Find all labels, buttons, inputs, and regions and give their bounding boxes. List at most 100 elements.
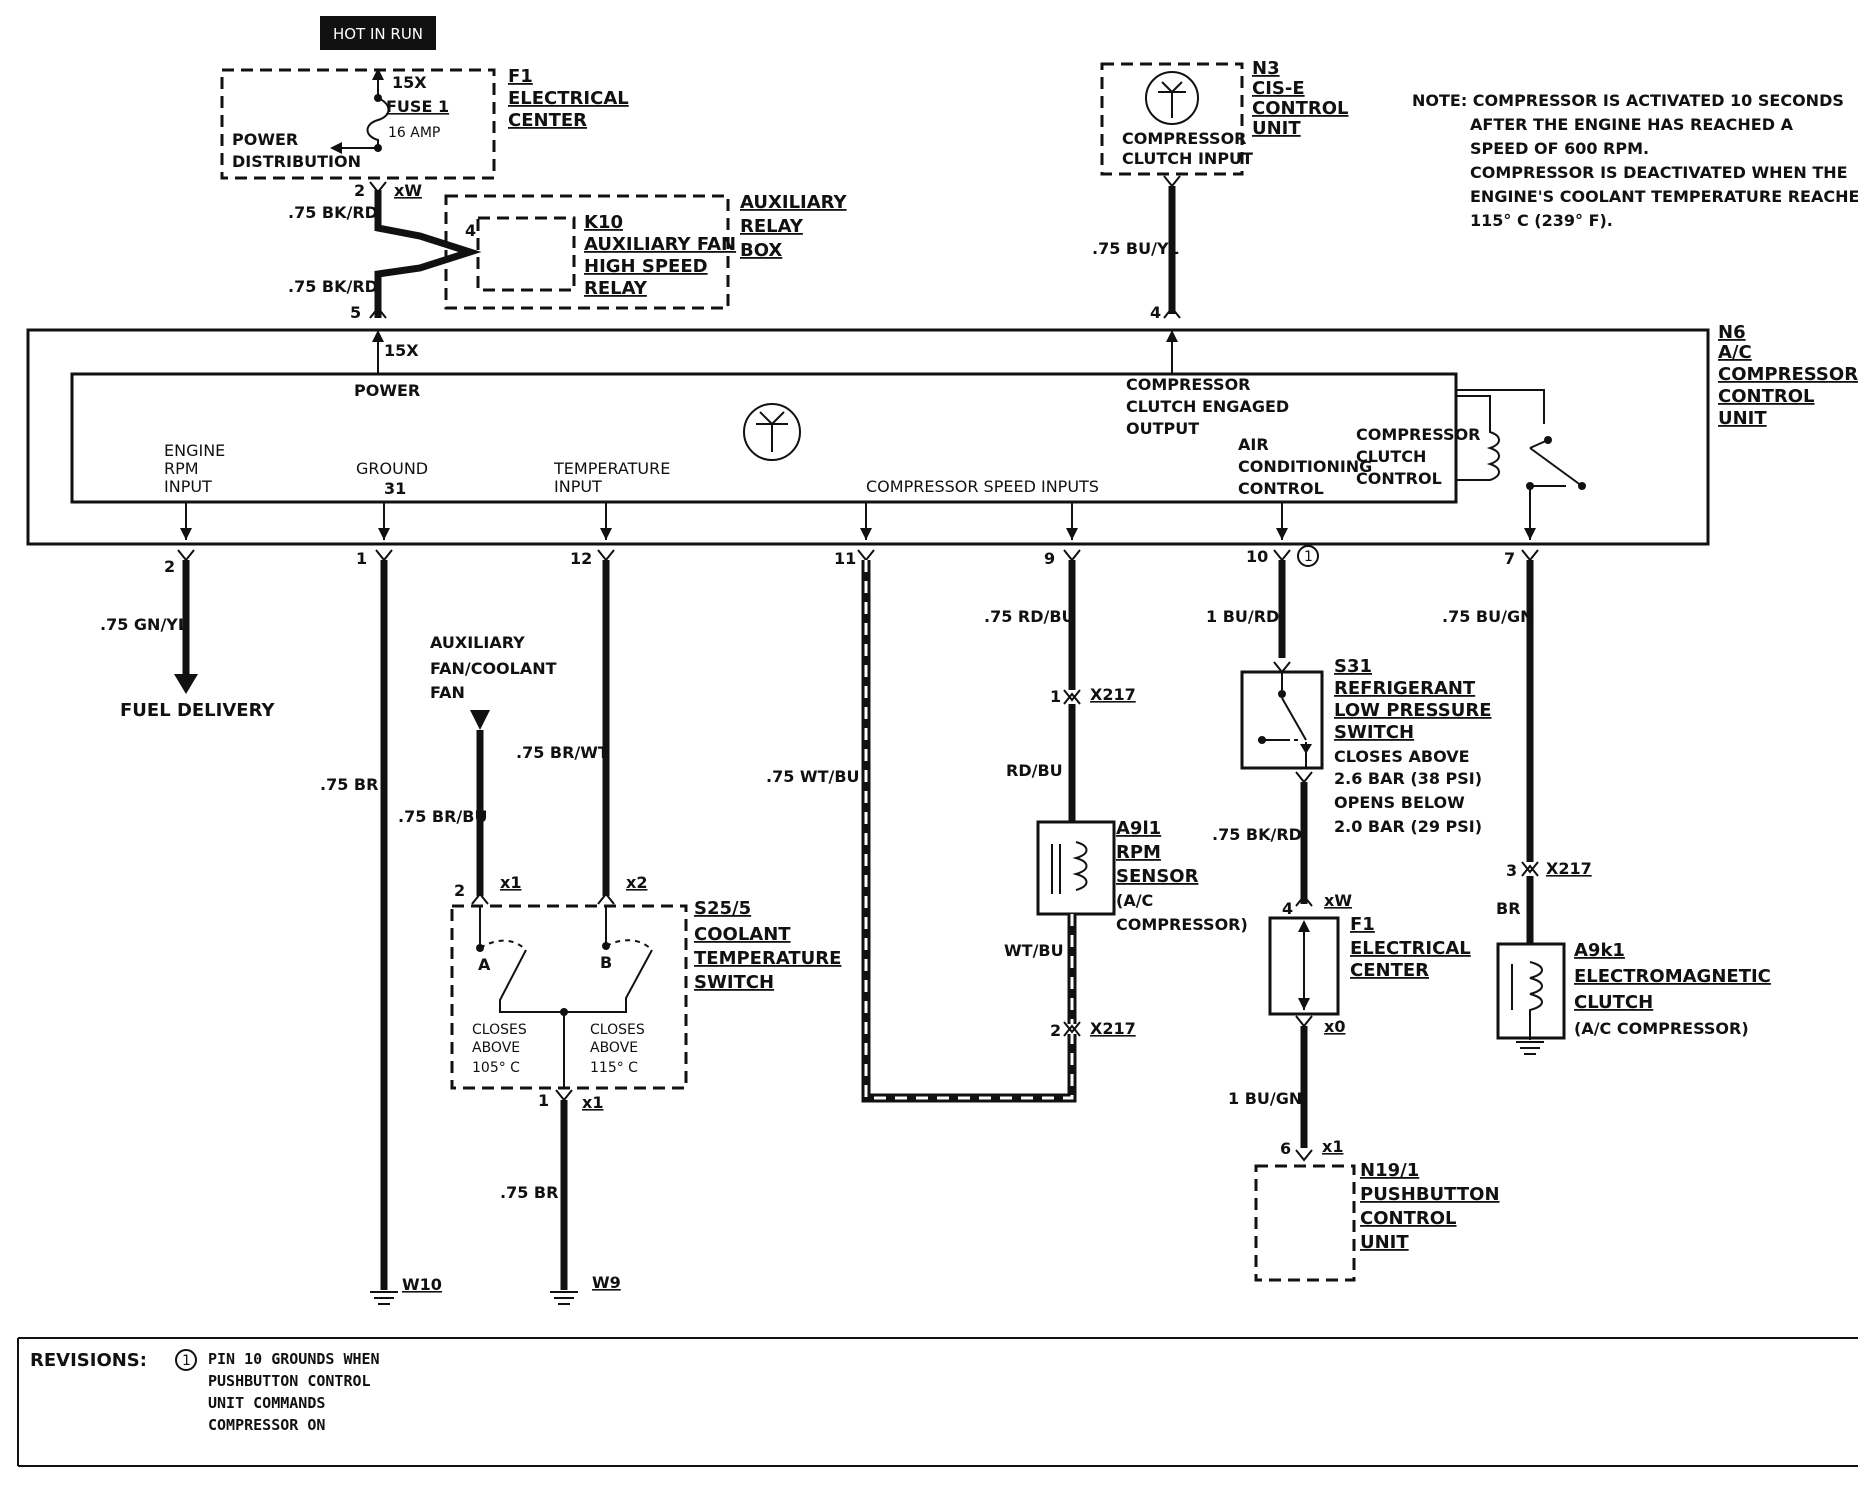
n6-ac-ctrl-2: CONDITIONING [1238, 457, 1372, 476]
n19-name-2: CONTROL [1360, 1208, 1457, 1229]
rpm-w1: .75 RD/BU [984, 607, 1075, 626]
s25-name-1: COOLANT [694, 924, 791, 945]
n19-x1: x1 [1322, 1137, 1343, 1156]
rpm-w2: RD/BU [1006, 761, 1063, 780]
note-line-6: 115° C (239° F). [1470, 211, 1613, 230]
n6-contact-node-1 [1544, 436, 1552, 444]
s25-ref: S25/5 [694, 898, 751, 919]
n19-ref: N19/1 [1360, 1160, 1419, 1181]
s25-connectors [471, 892, 615, 905]
pin-2-bottom: 2 [164, 557, 175, 576]
rpm-connector-2 [1063, 1021, 1081, 1037]
pin-1-bottom: 1 [356, 549, 367, 568]
n6-engine-rpm-1: ENGINE [164, 441, 225, 460]
aux-fan-wire: .75 BR/BU [398, 807, 487, 826]
revisions-line-2: PUSHBUTTON CONTROL [208, 1372, 371, 1390]
s25-switch-a [479, 906, 564, 1013]
clutch-name-2: CLUTCH [1574, 992, 1653, 1013]
n19-name-3: UNIT [1360, 1232, 1409, 1253]
ground-w9-icon [550, 1291, 578, 1305]
s25-c2-1: CLOSES [590, 1022, 645, 1038]
n3-name-3: UNIT [1252, 118, 1301, 139]
n6-clutch-out-arrowhead [1166, 330, 1178, 342]
fuel-arrowhead [174, 674, 198, 694]
n6-ac-ctrl-3: CONTROL [1238, 479, 1324, 498]
s25-coolant-switch [450, 904, 688, 1090]
wire-fuse-relay [374, 190, 482, 318]
relay-k10-coil [476, 216, 576, 292]
s25-a: A [478, 955, 491, 974]
rpm-sensor-box [1036, 820, 1116, 916]
clutch-w1: .75 BU/GN [1442, 607, 1533, 626]
s25-x2: x2 [626, 873, 647, 892]
n6-ground-2: 31 [384, 479, 406, 498]
s31-switch-lines [1258, 672, 1307, 768]
s31-arrowhead [1300, 744, 1312, 754]
n6-ground-1: GROUND [356, 459, 428, 478]
ground-w10-label: W10 [402, 1275, 442, 1294]
s25-switch-b [564, 906, 653, 1013]
s31-w1: 1 BU/RD [1206, 607, 1279, 626]
n6-name-2: COMPRESSOR [1718, 364, 1858, 385]
revisions-line-1: PIN 10 GROUNDS WHEN [208, 1350, 380, 1368]
n6-temp-2: INPUT [554, 477, 602, 496]
n6-contact-node-3 [1526, 482, 1534, 490]
n6-clutch-out-3: OUTPUT [1126, 419, 1199, 438]
s31-node-2 [1258, 736, 1266, 744]
f1-name-2: CENTER [508, 110, 587, 131]
rpm-w3: WT/BU [1004, 941, 1064, 960]
n6-relay-contact [1456, 389, 1583, 520]
fuse-1-label: FUSE 1 [386, 97, 449, 116]
wire-bk-rd-1: .75 BK/RD [288, 203, 378, 222]
s31-name-1: REFRIGERANT [1334, 678, 1476, 699]
n6-power-arrowhead [372, 330, 384, 342]
note-line-4: COMPRESSOR IS DEACTIVATED WHEN THE [1470, 163, 1848, 182]
aux-fan-2: FAN/COOLANT [430, 659, 557, 678]
n6-name-1: A/C [1718, 342, 1752, 363]
relay-pin-4: 4 [465, 221, 476, 240]
s25-pin-1: 1 [538, 1091, 549, 1110]
s31-ref: S31 [1334, 656, 1372, 677]
n6-engine-rpm-3: INPUT [164, 477, 212, 496]
note-line-2: AFTER THE ENGINE HAS REACHED A [1470, 115, 1794, 134]
relay-name-3: RELAY [584, 278, 648, 299]
aux-fan-arrowhead [470, 710, 490, 730]
s25-gnd-wire: .75 BR [500, 1183, 558, 1202]
wire-speed-loop [861, 560, 1077, 1103]
s25-pin-2: 2 [454, 881, 465, 900]
n6-pin-arrowheads [180, 528, 1536, 540]
clutch-name-3: (A/C COMPRESSOR) [1574, 1019, 1749, 1038]
revision-marker [1297, 545, 1319, 567]
n3-transistor-lines [1158, 81, 1186, 118]
clutch-ref: A9k1 [1574, 940, 1625, 961]
power-dist-arrowhead [330, 142, 342, 154]
s25-node-a [476, 944, 484, 952]
relay-ref: K10 [584, 212, 623, 233]
wire-xw: xW [394, 181, 422, 200]
s25-x1a: x1 [500, 873, 521, 892]
s31-d1: CLOSES ABOVE [1334, 747, 1470, 766]
f1b-name-1: ELECTRICAL [1350, 938, 1471, 959]
s31-w3: 1 BU/GN [1228, 1089, 1302, 1108]
rpm-pin-1: 1 [1050, 687, 1061, 706]
s31-connector-bottom [1295, 771, 1313, 784]
pin-7-bottom: 7 [1504, 549, 1515, 568]
s25-x1b: x1 [582, 1093, 603, 1112]
aux-fan-1: AUXILIARY [430, 633, 525, 652]
connector-n3 [1163, 175, 1181, 188]
n6-transistor-icon [743, 403, 801, 461]
rpm-ref: A9l1 [1116, 818, 1161, 839]
connector-top-5 [369, 306, 387, 319]
ground-w9-label: W9 [592, 1273, 621, 1292]
s25-c1-2: ABOVE [472, 1040, 520, 1056]
power-dist-line1: POWER [232, 130, 298, 149]
connector-n6-pin4 [1163, 306, 1181, 319]
relay-box-2: RELAY [740, 216, 804, 237]
revisions-marker-num: 1 [182, 1353, 191, 1369]
wire-speed-loop-stripe [864, 560, 1074, 1100]
relay-name-1: AUXILIARY FAN [584, 234, 736, 255]
fuel-wire-label: .75 GN/YL [100, 615, 188, 634]
fuel-delivery-label: FUEL DELIVERY [120, 700, 275, 721]
note-line-1: NOTE: COMPRESSOR IS ACTIVATED 10 SECONDS [1412, 91, 1844, 110]
